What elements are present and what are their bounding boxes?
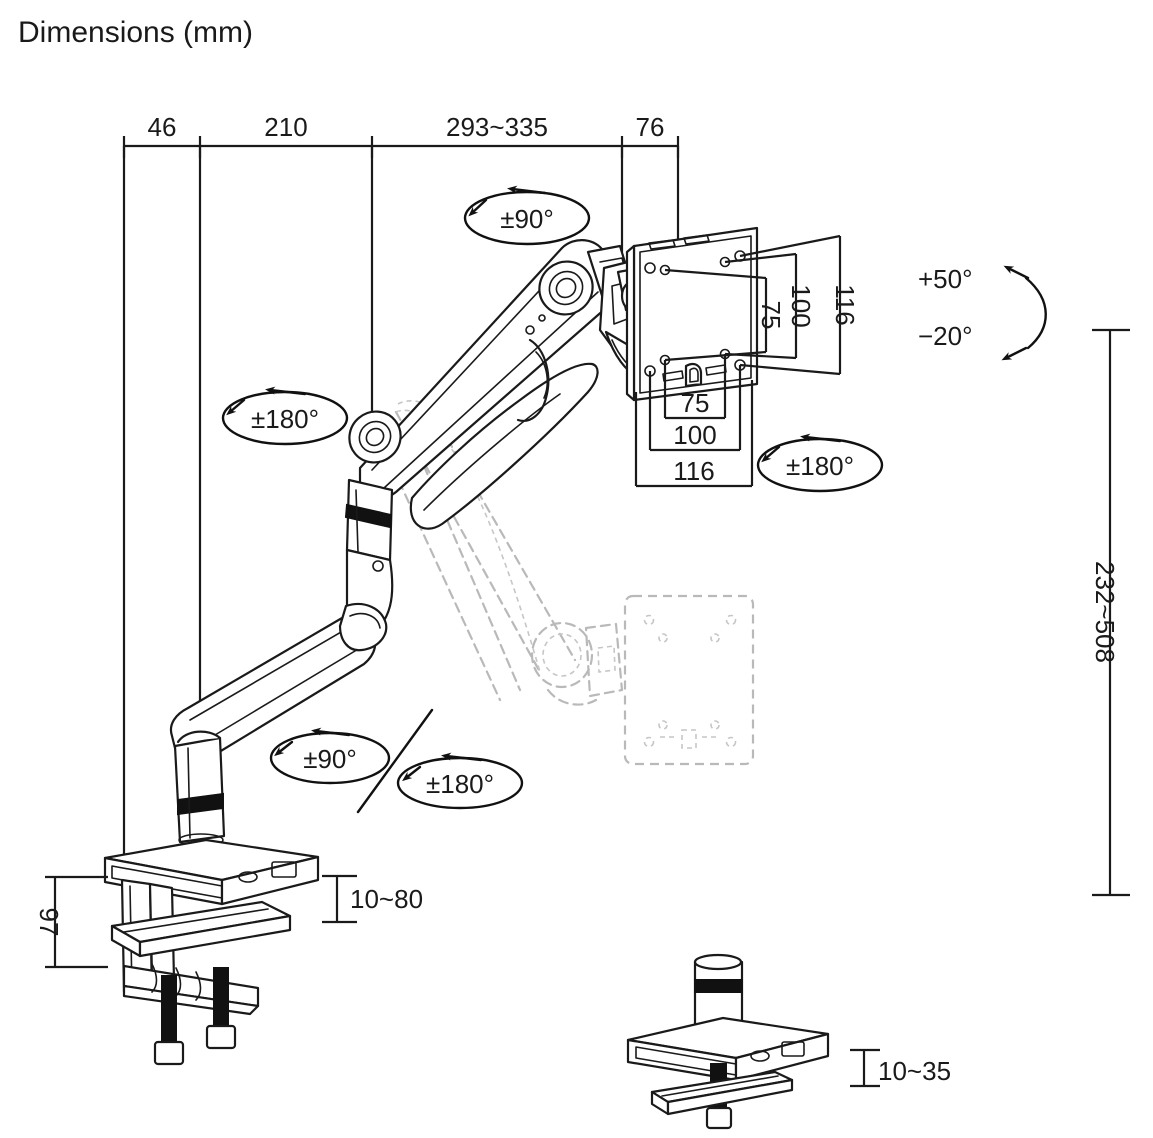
desk-clamp-base (103, 838, 320, 1066)
rotation-label-upper-arm-180: ±180° (251, 404, 319, 434)
vesa-mount-plate (625, 226, 759, 402)
gas-spring-upper-arm (348, 239, 636, 530)
vesa-h-label-100: 100 (673, 420, 716, 450)
vesa-v-label-100: 100 (786, 284, 816, 327)
height-range-label: 232~508 (1090, 561, 1120, 663)
vesa-vertical-dimensions: 75 100 116 (664, 234, 860, 376)
dim-label-46: 46 (148, 112, 177, 142)
rotation-annotation-monitor-90: ±90° (463, 185, 591, 246)
rotation-annotation-plate-180: ±180° (756, 433, 884, 493)
clamp-post-height-dimension: 97 (34, 875, 108, 969)
rotation-label-monitor-90: ±90° (500, 204, 554, 234)
lower-arm (169, 478, 394, 766)
rotation-annotation-base-180: ±180° (396, 752, 524, 810)
vertical-post (173, 730, 226, 847)
rotation-annotation-lower-arm-90: ±90° (269, 727, 391, 785)
vesa-h-label-116: 116 (673, 456, 714, 486)
dim-label-293-335: 293~335 (446, 112, 548, 142)
rotation-label-base-180: ±180° (426, 769, 494, 799)
dim-label-76: 76 (636, 112, 665, 142)
rotation-label-lower-arm-90: ±90° (303, 744, 357, 774)
clamp-desk-thickness-label: 10~80 (350, 884, 423, 914)
annotation-divider-slash (356, 708, 434, 814)
tilt-annotation: +50° −20° (918, 264, 1047, 361)
grommet-desk-thickness-dimension: 10~35 (850, 1048, 951, 1088)
dim-label-210: 210 (264, 112, 307, 142)
clamp-desk-thickness-dimension: 10~80 (322, 874, 423, 924)
grommet-desk-thickness-label: 10~35 (878, 1056, 951, 1086)
vesa-v-label-75: 75 (756, 301, 786, 330)
clamp-height-label-97: 97 (34, 908, 64, 937)
rotation-label-plate-180: ±180° (786, 451, 854, 481)
top-dimension-chain: 46 210 293~335 76 (122, 112, 680, 878)
page-title: Dimensions (mm) (18, 16, 253, 49)
vesa-v-label-116: 116 (830, 284, 860, 325)
tilt-label-down: −20° (918, 321, 973, 351)
tilt-label-up: +50° (918, 264, 973, 294)
height-range-dimension: 232~508 (1090, 328, 1130, 897)
grommet-mount-base (626, 953, 830, 1130)
vesa-h-label-75: 75 (681, 388, 710, 418)
vesa-horizontal-dimensions: 75 100 116 (634, 354, 754, 488)
rotation-annotation-upper-arm-180: ±180° (221, 386, 349, 446)
